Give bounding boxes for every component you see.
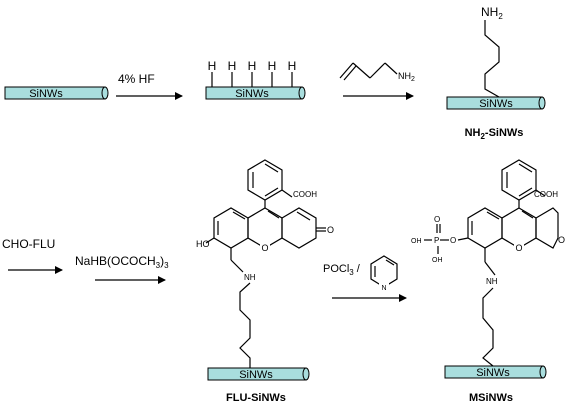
h-terminated-nanowire: SiNWs H H H H H [205, 59, 306, 100]
pyridine-structure: N [370, 255, 398, 292]
phosphate-hydroxyl-label: OH [411, 238, 422, 245]
aminobutyl-chain [484, 20, 500, 98]
nh2-sinws-caption: NH2-SiNWs [465, 127, 524, 141]
ring-oxygen-label: O [261, 243, 268, 253]
h-atom: H [228, 59, 237, 73]
h-atom: H [288, 59, 297, 73]
h-nanowire-label: SiNWs [235, 88, 269, 100]
carbonyl-oxygen-label: O [558, 235, 565, 245]
nh2-sinws-structure: NH2 SiNWs NH2-SiNWs [446, 5, 546, 141]
secondary-amine-label: NH [486, 277, 498, 286]
xanthene-left-ring [467, 207, 503, 249]
butyl-linker [482, 287, 494, 367]
ring-oxygen-label: O [515, 243, 522, 253]
hf-reagent-label: 4% HF [118, 72, 155, 86]
xanthene-right-ring [535, 207, 559, 249]
msinws-structure: COOH O O O P O OH OH NH SiNWs MSiNWs [411, 159, 565, 404]
phosphate-hydroxyl-label: OH [432, 257, 443, 264]
bare-nanowire: SiNWs [4, 86, 109, 100]
butyl-linker [239, 282, 251, 368]
phosphorus-label: P [434, 236, 439, 245]
nh2-nanowire-label: SiNWs [479, 98, 513, 110]
xanthene-right-ring [281, 207, 317, 249]
ester-oxygen-label: O [450, 236, 456, 245]
reductant-label: NaHB(OCOCH3)3 [75, 254, 169, 270]
hydroxyl-label: HO [196, 239, 210, 249]
carboxylic-acid-label: COOH [534, 190, 558, 199]
amine-label: NH2 [398, 71, 415, 83]
bare-nanowire-label: SiNWs [29, 88, 63, 100]
xanthene-left-ring [213, 207, 249, 249]
terminal-amine-label: NH2 [481, 5, 503, 21]
msinws-caption: MSiNWs [469, 392, 513, 404]
m-nanowire-label: SiNWs [476, 367, 510, 379]
butenylamine-structure: NH2 [339, 62, 415, 83]
flu-sinws-caption: FLU-SiNWs [226, 392, 286, 404]
pyridine-nitrogen-label: N [381, 285, 386, 292]
carbonyl-oxygen-label: O [327, 225, 334, 235]
pocl3-label: POCl3 / [323, 263, 361, 277]
secondary-amine-label: NH [244, 273, 256, 282]
flu-sinws-structure: COOH O O HO NH SiNWs FLU-SiNWs [196, 159, 334, 404]
carboxylic-acid-label: COOH [293, 190, 317, 199]
si-h-bonds: H H H H H [208, 59, 297, 87]
phosphoryl-oxygen-label: O [434, 215, 440, 224]
flu-nanowire-label: SiNWs [239, 369, 273, 381]
h-atom: H [208, 59, 217, 73]
cho-flu-label: CHO-FLU [2, 237, 55, 251]
h-atom: H [268, 59, 277, 73]
h-atom: H [248, 59, 257, 73]
